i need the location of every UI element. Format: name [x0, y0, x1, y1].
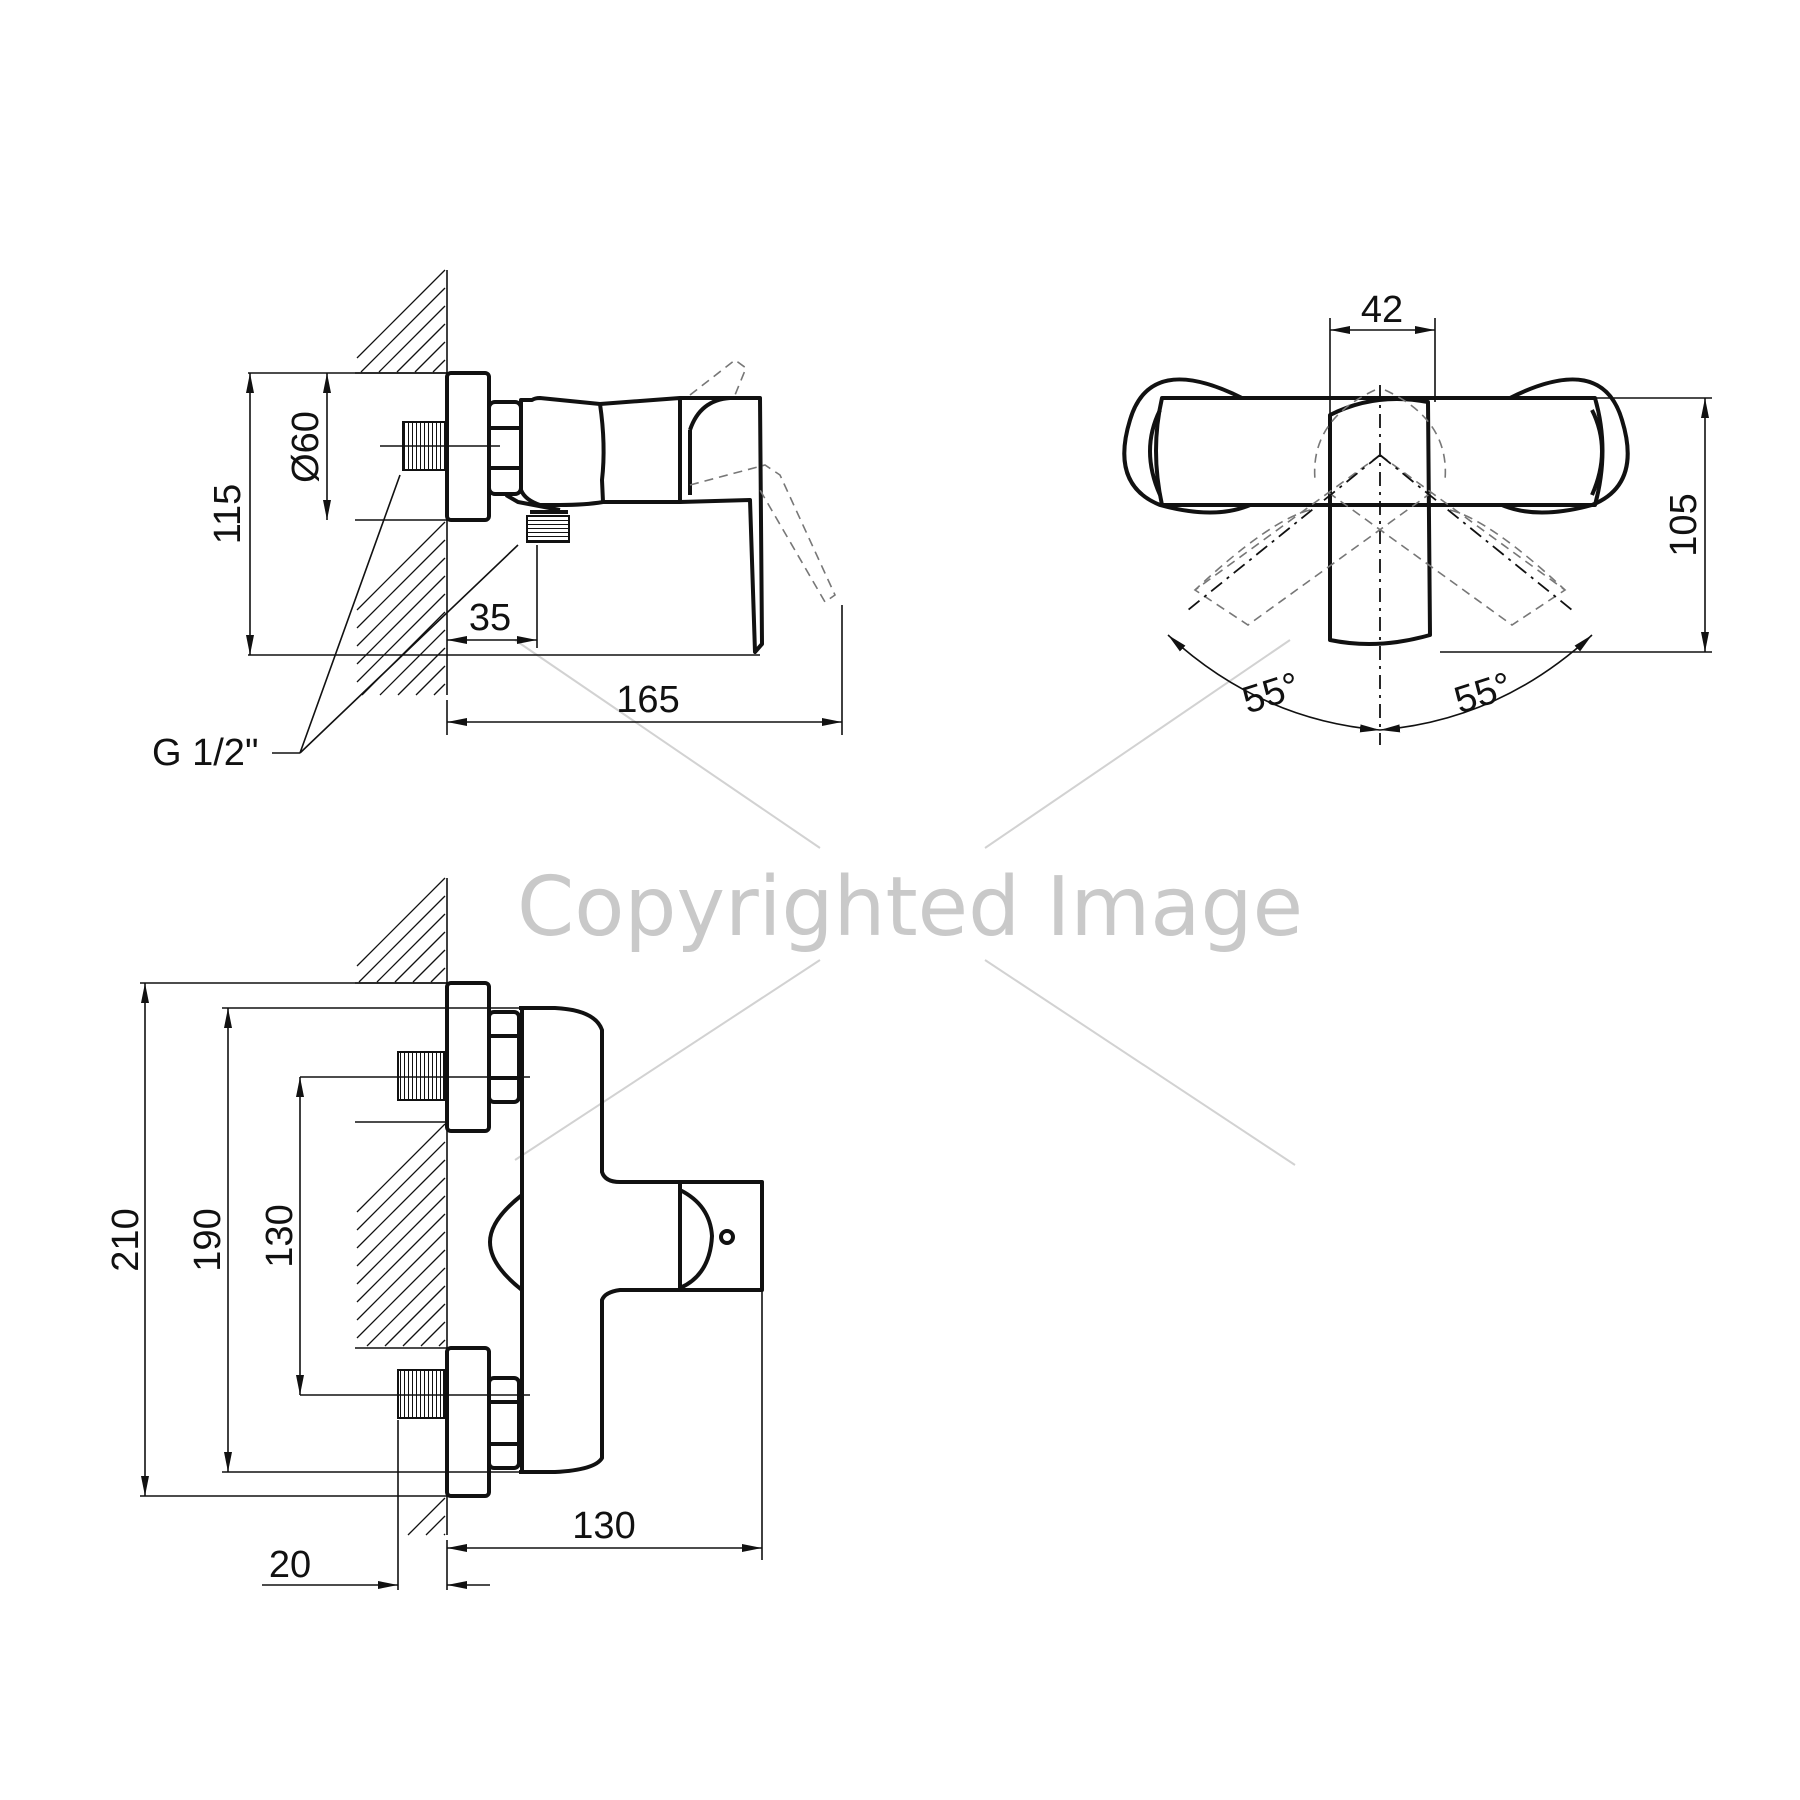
hatch-line [415, 665, 446, 696]
dim-top-angle-left: 55° [1237, 665, 1305, 723]
top-flange-left [1122, 377, 1251, 515]
front-thread-bottom [397, 1369, 445, 1419]
hatch-line [384, 1285, 446, 1347]
hatch-line [378, 305, 446, 373]
hatch-line [356, 539, 446, 629]
dim-front-overall-height: 210 [105, 1208, 147, 1271]
hatch-line [356, 269, 446, 359]
front-handle [680, 1180, 764, 1292]
dim-side-diameter: Ø60 [285, 411, 327, 483]
side-nut [487, 400, 523, 496]
front-view: 210 190 130 20 130 [105, 877, 764, 1590]
hatch-line [356, 1231, 446, 1321]
hatch-line [425, 1515, 446, 1536]
hatch-line [443, 1533, 446, 1536]
hatch-line [356, 877, 446, 967]
hatch-line [438, 1339, 446, 1347]
top-handle-ghost-right [1324, 454, 1567, 626]
hatch-line [379, 629, 446, 696]
side-body [519, 396, 606, 507]
hatch-line [356, 1249, 446, 1339]
hatch-line [366, 1267, 446, 1347]
front-flange-bottom [445, 1346, 491, 1498]
front-flange-top [445, 981, 491, 1133]
hatch-line [356, 575, 446, 665]
dim-front-projection: 130 [572, 1505, 635, 1547]
hatch-line [396, 323, 446, 373]
hatch-line [356, 1123, 446, 1213]
hatch-line [432, 359, 446, 373]
dim-top-handle-width: 42 [1361, 289, 1403, 331]
hatch-line [430, 967, 446, 983]
hatch-line [356, 1177, 446, 1267]
side-outlet-thread [526, 515, 570, 543]
hatch-line [414, 341, 446, 373]
hatch-line [358, 895, 446, 983]
hatch-line [433, 683, 446, 696]
hatch-line [376, 913, 446, 983]
top-body [1154, 396, 1605, 507]
dim-side-height: 115 [207, 484, 249, 545]
hatch-line [412, 949, 446, 983]
thread-label: G 1/2" [152, 732, 258, 774]
front-body [519, 1006, 682, 1474]
hatch-line [360, 287, 446, 373]
side-view: 115 Ø60 35 165 G 1/2" [152, 269, 843, 774]
dim-front-wall-gap: 20 [269, 1544, 311, 1586]
dim-side-outlet: 35 [469, 597, 511, 639]
watermark-text: Copyrighted Image [517, 860, 1303, 955]
hatch-line [356, 593, 446, 683]
front-thread-top [397, 1051, 445, 1101]
watermark: Copyrighted Image [514, 639, 1303, 1166]
front-wall-hatch [356, 877, 448, 1536]
hatch-line [394, 931, 446, 983]
hatch-line [356, 1159, 446, 1249]
dim-front-center-distance: 130 [259, 1204, 301, 1267]
hatch-line [356, 1141, 446, 1231]
side-lever [679, 396, 764, 654]
dim-front-inner-height: 190 [187, 1208, 229, 1271]
top-handle-ghost-left [1193, 454, 1436, 626]
side-wall-hatch [356, 269, 448, 696]
hatch-line [402, 1303, 446, 1347]
top-view: 42 105 55° 55° [1122, 289, 1712, 745]
hatch-line [356, 521, 446, 611]
hatch-line [407, 1497, 446, 1536]
hatch-line [356, 1195, 446, 1285]
hatch-line [420, 1321, 446, 1347]
dim-side-depth: 165 [616, 679, 679, 721]
hatch-line [356, 1213, 446, 1303]
hatch-line [356, 557, 446, 647]
dim-top-angle-right: 55° [1449, 665, 1517, 723]
hatch-line [397, 647, 446, 696]
side-lever-ghost [689, 358, 837, 604]
top-flange-right [1501, 377, 1630, 515]
dim-top-height: 105 [1663, 493, 1705, 556]
